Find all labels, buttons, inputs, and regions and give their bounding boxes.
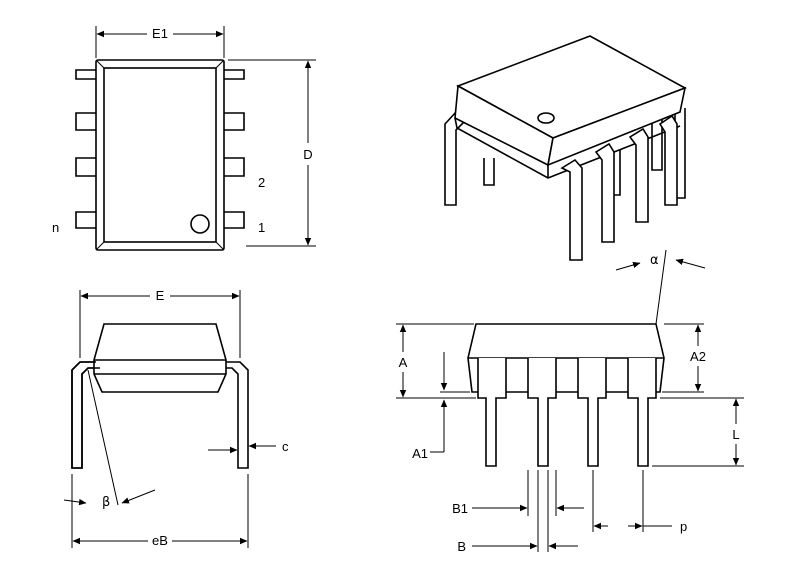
side-view-pins [477,358,657,467]
label-E1: E1 [152,26,168,41]
top-view-body-inner [103,67,217,243]
label-pin-1: 1 [258,220,265,235]
label-beta: β [102,495,110,510]
label-pin-n: n [52,220,59,235]
label-B1: B1 [452,501,468,516]
iso-front-pin-1 [560,158,583,261]
isometric-side-face [546,86,687,167]
label-E: E [156,288,165,303]
label-A1: A1 [412,446,428,461]
label-eB: eB [152,533,168,548]
label-B: B [457,539,466,554]
label-A2: A2 [690,349,706,364]
iso-front-pin-2 [594,142,615,243]
top-view: E1 D 2 1 n [52,26,316,251]
isometric-view [444,35,687,261]
end-view-body [93,323,227,393]
label-L: L [732,427,739,442]
iso-front-pin-3 [628,127,649,223]
top-view-right-pins [224,69,245,229]
top-view-left-pins [75,69,96,229]
side-view: α A A1 A2 L B1 B [396,249,744,554]
isometric-pin1-dot [537,112,555,124]
pin1-dot [190,214,210,234]
top-view-body [95,59,225,251]
label-pin-2: 2 [258,175,265,190]
end-view: E c β eB [63,288,289,548]
label-A: A [399,355,408,370]
label-D: D [303,147,312,162]
label-c: c [282,439,289,454]
label-p: p [680,519,687,534]
label-alpha: α [650,253,659,268]
iso-front-pin-4 [658,114,678,206]
